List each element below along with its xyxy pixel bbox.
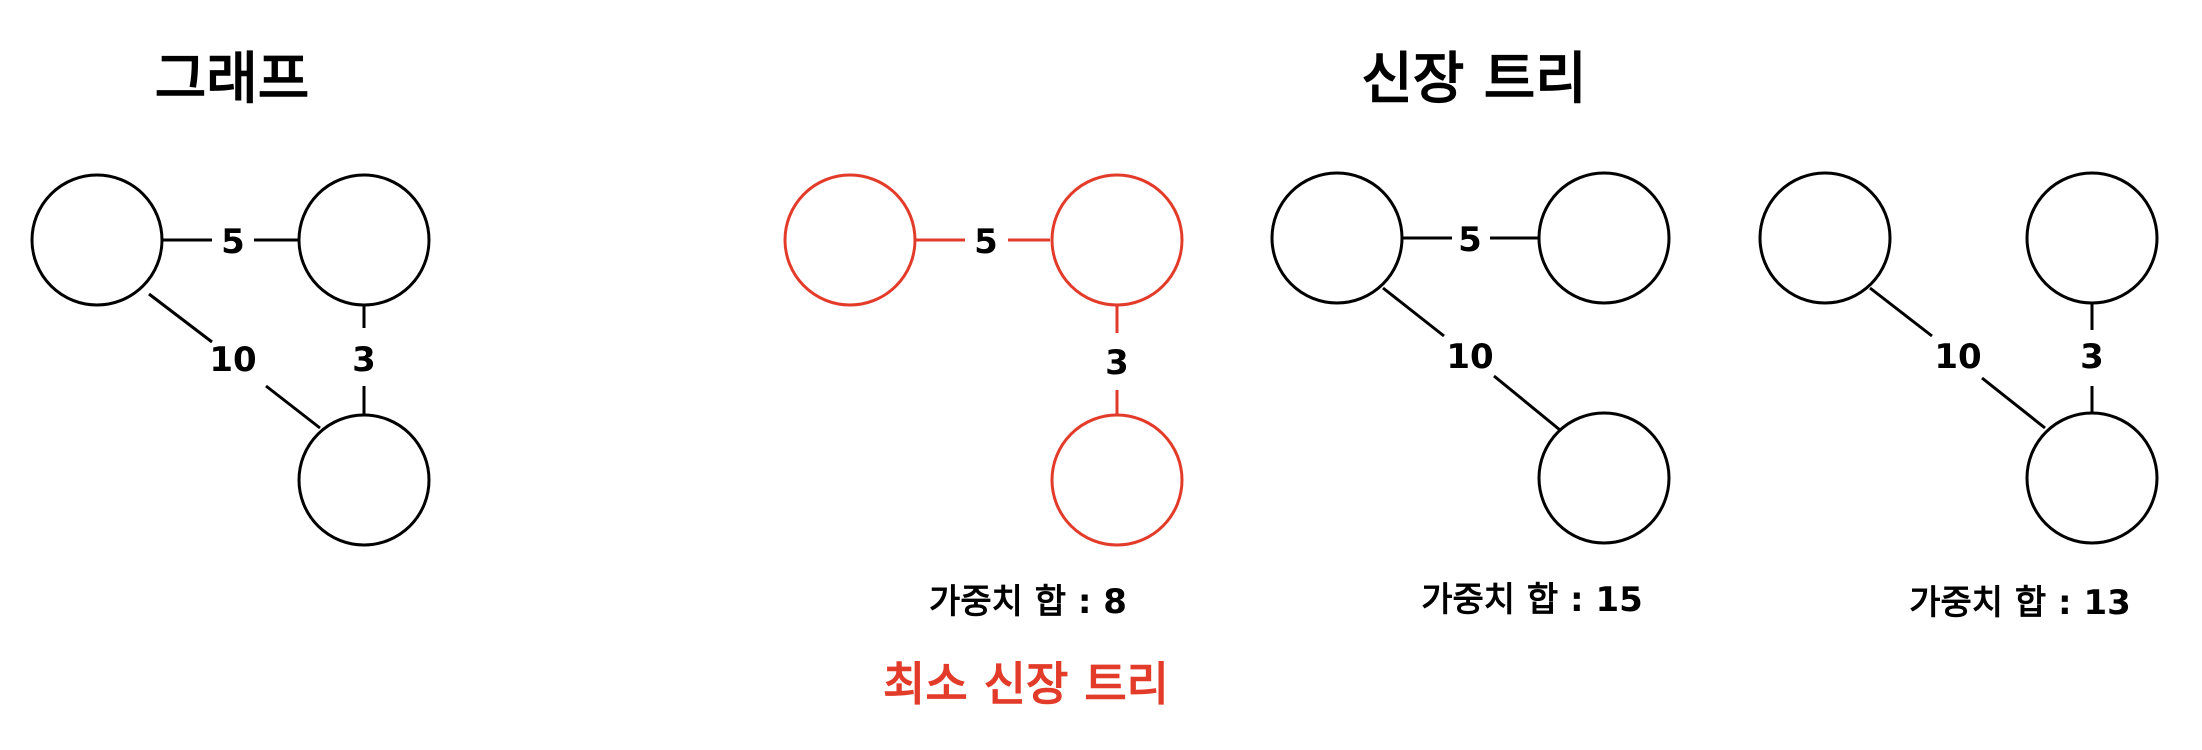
spanning-tree-title: 신장 트리 [1361, 47, 1587, 112]
spanning-tree-3 [1758, 171, 2159, 545]
edge-weight-label: 5 [1458, 220, 1482, 260]
spanning-tree-1 [783, 173, 1184, 547]
edge-a-c [1493, 374, 1561, 432]
edge-a-c [265, 384, 321, 430]
edge-a-c [1382, 286, 1445, 338]
tree-node [1270, 171, 1404, 305]
edge-a-c [1869, 286, 1933, 338]
tree-node [2025, 171, 2159, 305]
edge-weight-label: 10 [1934, 337, 1981, 377]
mst-caption: 최소 신장 트리 [883, 657, 1169, 711]
edge-a-c [148, 292, 213, 344]
edge-a-c [1981, 376, 2046, 430]
tree-node [1537, 171, 1671, 305]
edge-weight-label: 3 [1105, 343, 1129, 383]
weight-sum-label: 가중치 합 : 13 [1909, 583, 2131, 623]
graph-node [297, 413, 431, 547]
edge-weight-label: 10 [1446, 337, 1493, 377]
tree-node [1537, 411, 1671, 545]
mst-node [1050, 173, 1184, 307]
tree-node [1758, 171, 1892, 305]
graph-node [297, 173, 431, 307]
weight-sum-label: 가중치 합 : 15 [1421, 580, 1643, 620]
edge-weight-label: 10 [209, 340, 256, 380]
spanning-tree-2 [1270, 171, 1671, 545]
mst-node [783, 173, 917, 307]
weight-sum-label: 가중치 합 : 8 [929, 582, 1127, 622]
mst-node [1050, 413, 1184, 547]
tree-node [2025, 411, 2159, 545]
graph-node [30, 173, 164, 307]
edge-weight-label: 5 [221, 222, 245, 262]
edge-weight-label: 5 [974, 222, 998, 262]
edge-weight-label: 3 [2080, 337, 2104, 377]
edge-weight-label: 3 [352, 340, 376, 380]
graph-title: 그래프 [155, 47, 310, 112]
original-graph [30, 173, 431, 547]
